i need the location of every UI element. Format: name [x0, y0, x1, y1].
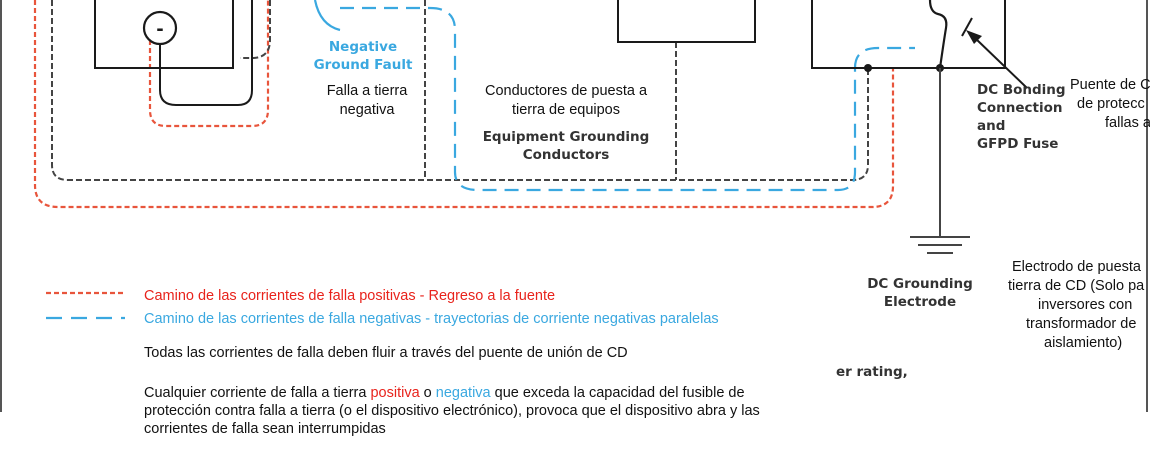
negative-ground-fault-en: Negative Ground Fault — [308, 38, 418, 74]
dc-grounding-en: DC Grounding Electrode — [860, 275, 980, 311]
equipment-box — [617, 0, 756, 43]
any-fault-paragraph: Cualquier corriente de falla a tierra po… — [144, 384, 760, 438]
bottom-band — [0, 412, 1150, 455]
label-line: Negative — [328, 39, 398, 55]
positive-word: positiva — [370, 385, 420, 401]
positive-fault-path-inner — [148, 0, 270, 128]
bonding-arrow — [974, 37, 1028, 89]
legend-positive-text: Camino de las corrientes de falla positi… — [144, 288, 556, 304]
equipment-grounding-path — [51, 0, 869, 181]
label-line: GFPD Fuse — [977, 136, 1059, 152]
minus-sign: - — [156, 19, 163, 40]
negative-ground-fault-es: Falla a tierra negativa — [312, 82, 422, 120]
label-line: Electrodo de puesta — [1012, 259, 1141, 275]
source-box — [94, 0, 234, 69]
label-line: tierra de equipos — [511, 102, 620, 118]
label-line: transformador de — [1026, 316, 1137, 332]
text-span: que exceda la capacidad del fusible de — [490, 385, 745, 401]
dc-bonding-en: DC Bonding Connection and GFPD Fuse — [977, 81, 1066, 153]
legend-negative-text: Camino de las corrientes de falla negati… — [144, 311, 719, 327]
negative-fault-path-right — [853, 46, 915, 69]
label-line: Connection — [977, 100, 1063, 116]
label-line: tierra de CD (Solo pa — [1008, 278, 1145, 294]
paragraph-line-2: protección contra falla a tierra (o el d… — [144, 403, 760, 419]
dc-grounding-es: Electrodo de puesta tierra de CD (Solo p… — [1000, 258, 1150, 353]
equipment-grounding-inner — [240, 0, 271, 59]
bonding-switch — [961, 17, 973, 37]
label-line: Puente de C — [1070, 77, 1150, 93]
equipment-grounding-en: Equipment Grounding Conductors — [466, 128, 666, 164]
label-line: Falla a tierra — [326, 83, 408, 99]
all-fault-text: Todas las corrientes de falla deben flui… — [144, 345, 628, 361]
label-line: DC Bonding — [977, 82, 1066, 98]
label-line: fallas a — [1105, 115, 1150, 131]
label-line: DC Grounding — [867, 276, 973, 292]
negative-wire — [159, 0, 253, 106]
negative-word: negativa — [435, 385, 491, 401]
label-line: negativa — [339, 102, 395, 118]
label-line: Equipment Grounding — [482, 129, 650, 145]
inverter-box — [811, 0, 1006, 69]
negative-fault-path — [313, 0, 341, 32]
label-line: inversores con — [1038, 297, 1133, 313]
label-line: Conductors — [522, 147, 610, 163]
label-line: de protecc — [1077, 96, 1145, 112]
text-span: Cualquier corriente de falla a tierra — [144, 385, 371, 401]
label-line: Conductores de puesta a — [484, 83, 648, 99]
positive-fault-path — [33, 0, 895, 209]
junction-dot — [864, 64, 872, 72]
dc-bonding-es: Puente de C de protecc fallas a — [1068, 76, 1150, 133]
equipment-grounding-es: Conductores de puesta a tierra de equipo… — [466, 82, 666, 120]
paragraph-line-3: corrientes de falla sean interrumpidas — [144, 421, 386, 437]
er-rating-fragment: er rating, — [836, 364, 908, 380]
bonding-arrowhead — [966, 30, 982, 44]
label-line: Electrode — [883, 294, 957, 310]
gfpd-fuse — [928, 0, 948, 69]
paragraph-line-1: Cualquier corriente de falla a tierra po… — [144, 384, 760, 402]
label-line: aislamiento) — [1044, 335, 1123, 351]
label-line: and — [977, 118, 1006, 134]
text-span: o — [419, 385, 436, 401]
label-line: Ground Fault — [313, 57, 413, 73]
